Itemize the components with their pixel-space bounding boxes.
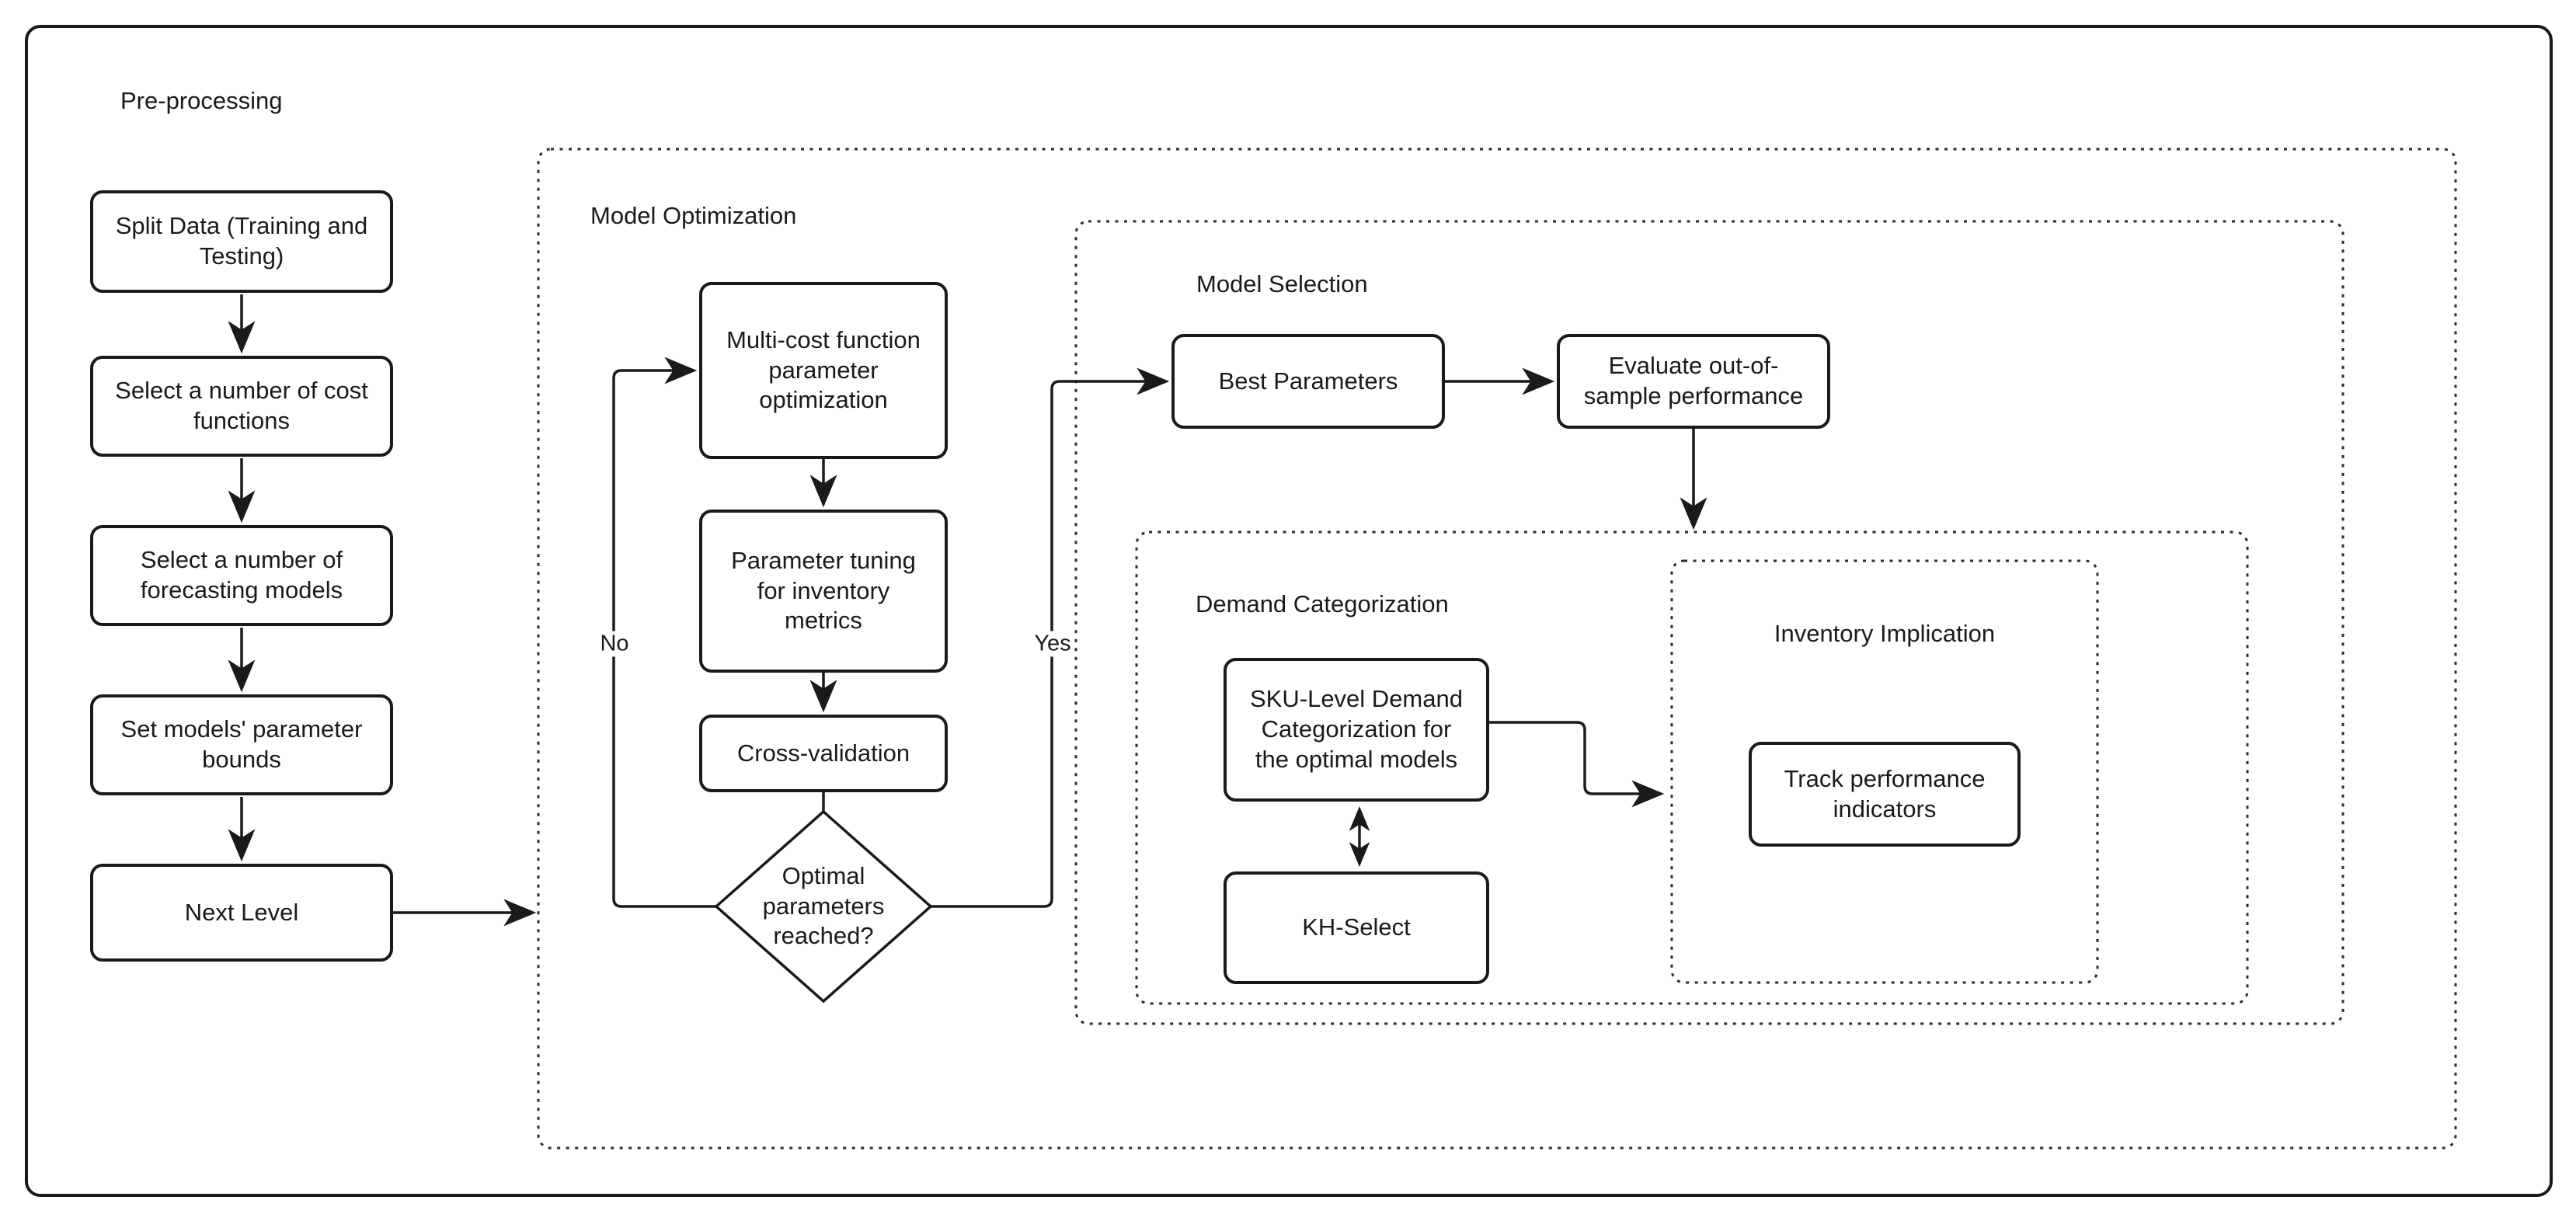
node-multi-cost-optimization: Multi-cost function parameter optimizati… <box>699 282 948 459</box>
node-evaluate-out-of-sample: Evaluate out-of-sample performance <box>1557 334 1830 429</box>
node-set-parameter-bounds: Set models' parameter bounds <box>90 694 393 795</box>
section-label-model-selection: Model Selection <box>1196 270 1368 297</box>
decision-diamond-label: Optimal parameters reached? <box>762 861 885 950</box>
node-split-data: Split Data (Training and Testing) <box>90 190 393 293</box>
edge-label-yes: Yes <box>1031 631 1074 657</box>
node-best-parameters: Best Parameters <box>1171 334 1445 429</box>
section-label-model-optimization: Model Optimization <box>590 202 797 229</box>
node-select-cost-functions: Select a number of cost functions <box>90 356 393 457</box>
section-label-demand-categorization: Demand Categorization <box>1196 590 1449 617</box>
node-kh-select: KH-Select <box>1224 871 1489 984</box>
node-next-level: Next Level <box>90 864 393 962</box>
edge-label-no: No <box>597 631 632 657</box>
node-parameter-tuning: Parameter tuning for inventory metrics <box>699 510 948 673</box>
section-label-inventory-implication: Inventory Implication <box>1774 620 1996 647</box>
node-cross-validation: Cross-validation <box>699 715 948 792</box>
arrow-sku-to-inventory <box>1489 721 1665 808</box>
node-track-performance-indicators: Track performance indicators <box>1749 742 2021 847</box>
node-sku-demand-categorization: SKU-Level Demand Categorization for the … <box>1224 658 1489 802</box>
node-select-forecasting-models: Select a number of forecasting models <box>90 525 393 626</box>
section-label-preprocessing: Pre-processing <box>120 87 283 114</box>
